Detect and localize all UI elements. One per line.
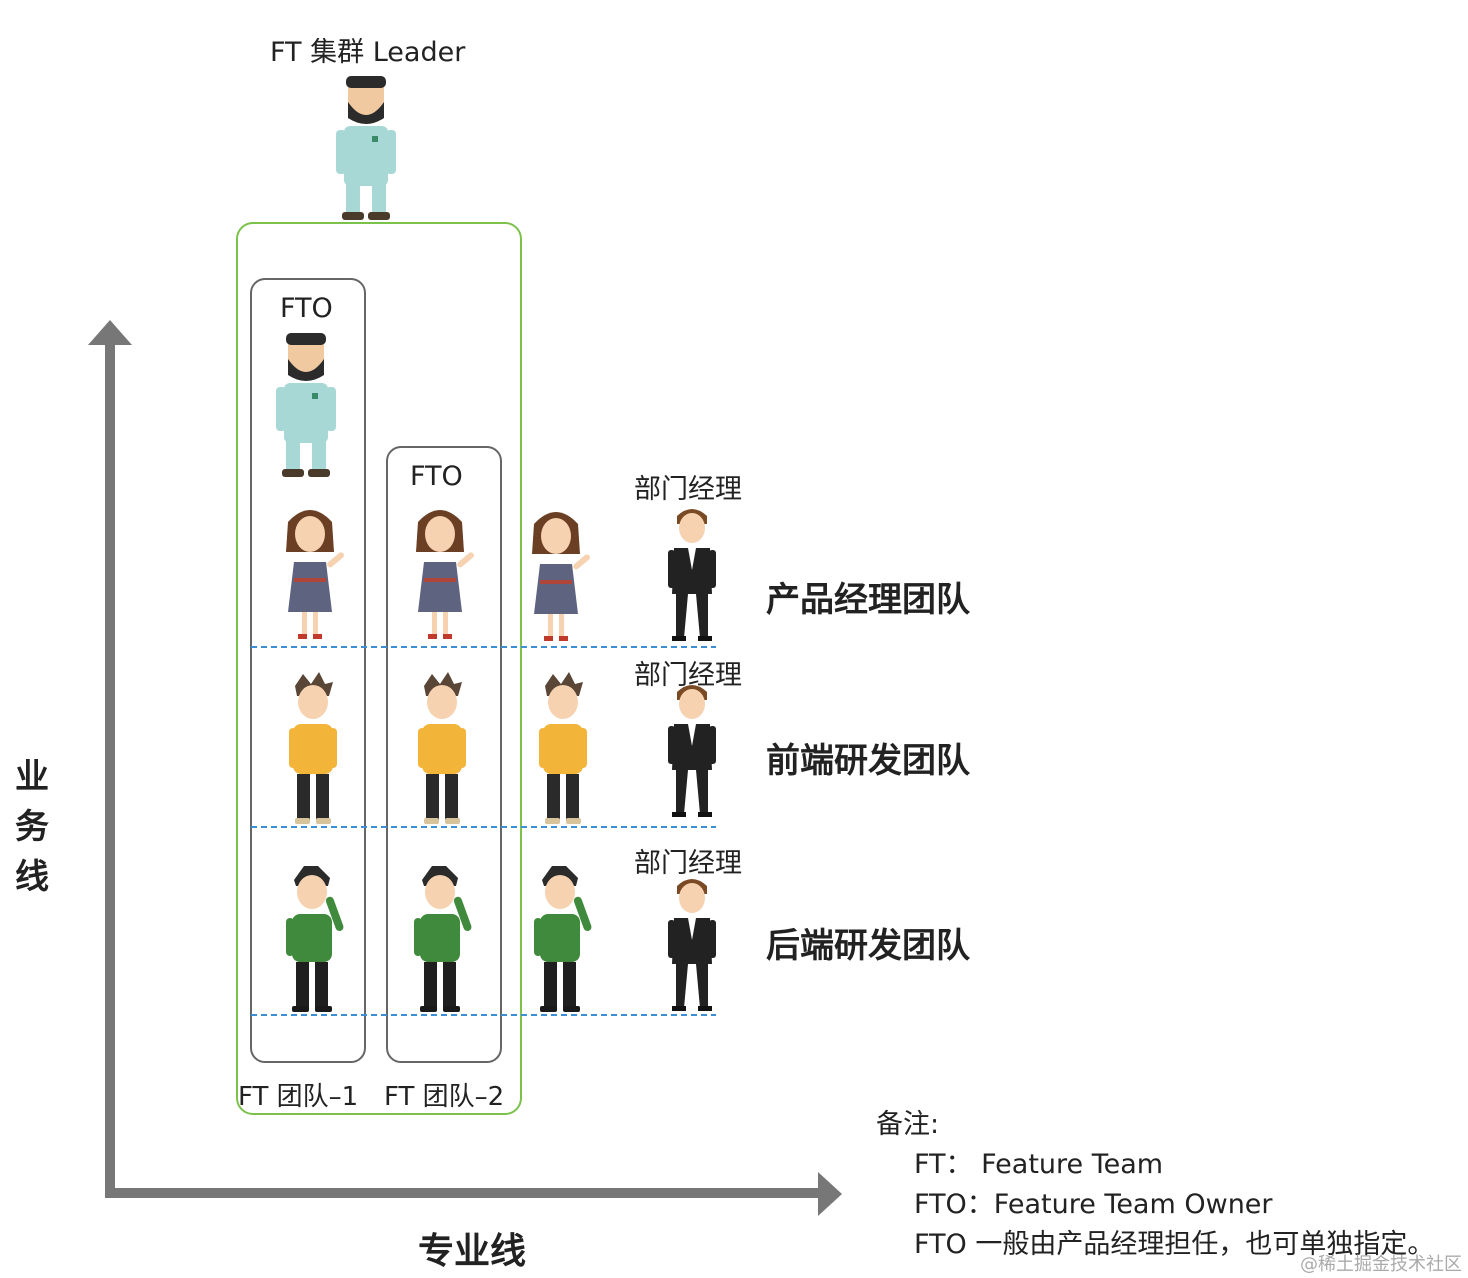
cluster-leader-figure [336,76,396,220]
watermark: @稀土掘金技术社区 [1300,1254,1462,1275]
pm-manager-figure [668,509,716,641]
x-axis-label: 专业线 [418,1231,527,1272]
fe-figure-team2 [418,672,466,824]
ft-team-1-box [250,278,366,1063]
x-axis-arrowhead [818,1172,842,1216]
ft-cluster-box [236,222,522,1115]
fe-figure-team1 [289,672,337,824]
manager-label-be: 部门经理 [634,848,742,879]
y-axis-label: 业务线 [15,757,49,897]
cluster-leader-label: FT 集群 Leader [270,37,466,68]
manager-label-pm: 部门经理 [634,474,742,505]
fe-manager-figure [668,685,716,817]
ft-team-2-box [386,446,502,1063]
y-axis-arrowhead [88,320,132,345]
fto-figure [276,333,336,477]
team-label-be: 后端研发团队 [766,926,970,966]
fto-label-team1: FTO [280,293,333,324]
note-line-3: FTO 一般由产品经理担任，也可单独指定。 [914,1229,1435,1260]
be-figure-team2 [414,866,473,1012]
be-figure-extra [534,866,593,1012]
fto-label-team2: FTO [410,461,463,492]
fe-figure-extra [539,672,587,824]
pm-figure-team2 [416,510,476,639]
team-name-1: FT 团队–1 [238,1082,359,1112]
team-label-fe: 前端研发团队 [766,741,970,781]
note-line-1: FT： Feature Team [914,1149,1164,1180]
be-manager-figure [668,879,716,1011]
team-name-2: FT 团队–2 [384,1082,505,1112]
manager-label-fe: 部门经理 [634,660,742,691]
team-label-pm: 产品经理团队 [766,580,970,620]
pm-figure-extra [532,512,592,641]
note-line-2: FTO：Feature Team Owner [914,1189,1273,1220]
notes-title: 备注: [876,1109,940,1140]
pm-figure-team1 [286,510,346,639]
be-figure-team1 [286,866,345,1012]
